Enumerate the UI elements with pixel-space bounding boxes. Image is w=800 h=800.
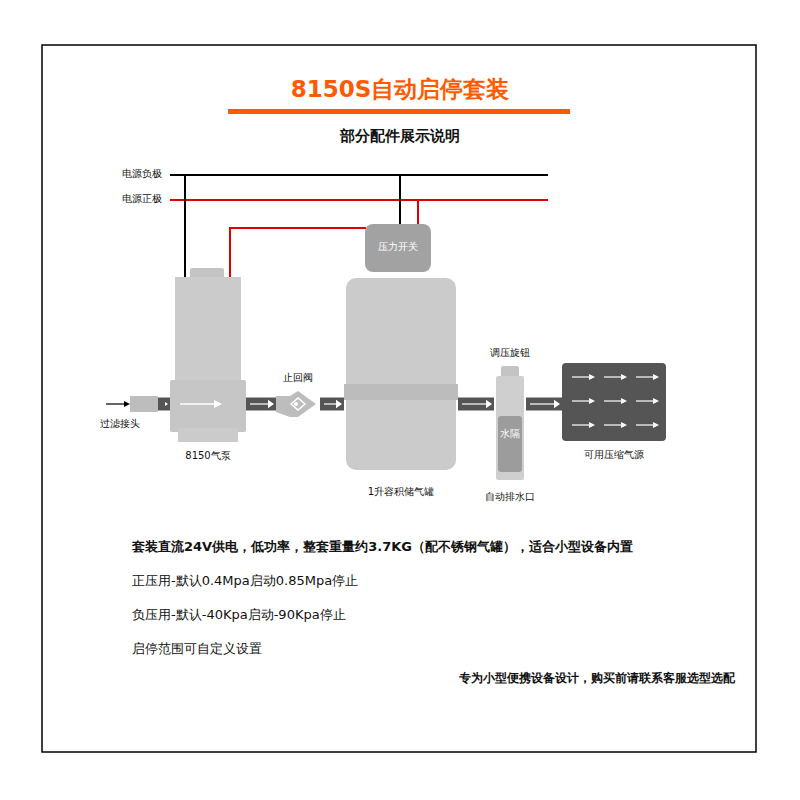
pump-motor — [175, 277, 241, 383]
component-shape — [344, 278, 458, 470]
inlet-arrow — [106, 403, 124, 404]
arrow-head — [336, 400, 342, 408]
pipe — [320, 398, 344, 411]
flow-arrow-head — [621, 374, 627, 380]
component-shape — [562, 363, 666, 441]
flow-line — [462, 403, 490, 404]
component-label: 止回阀 — [283, 372, 313, 384]
flow-arrow — [636, 424, 654, 425]
component: 可用压缩气源 — [562, 363, 666, 441]
pump-head — [170, 380, 246, 432]
tank-body — [346, 278, 456, 470]
pump-base — [178, 428, 238, 442]
text-label: 负压用-默认-40Kpa启动-90Kpa停止 — [132, 607, 346, 623]
pump-flow-head — [214, 400, 222, 408]
pipe-connector — [246, 400, 276, 408]
trap-housing — [496, 376, 524, 480]
flow-line — [530, 403, 558, 404]
component: 止回阀 — [276, 391, 320, 417]
pump-flow-arrow — [180, 403, 216, 405]
pipe-connector — [158, 402, 170, 406]
inlet-arrow-head — [124, 401, 130, 407]
flow-arrow-head — [589, 422, 595, 428]
output-box — [562, 363, 666, 441]
pipe-connector — [320, 400, 344, 408]
valve-ball — [294, 402, 298, 406]
text-label: 正压用-默认0.4Mpa启动0.85Mpa停止 — [132, 573, 358, 589]
component-label: 压力开关 — [378, 241, 418, 253]
component-label: 1升容积储气罐 — [368, 486, 434, 498]
flow-arrow — [636, 376, 654, 377]
flow-arrow-head — [589, 374, 595, 380]
tank-ports — [344, 384, 458, 400]
component-label: 8150气泵 — [185, 450, 230, 462]
frame-border — [42, 45, 756, 752]
flow-arrow — [604, 376, 622, 377]
switch-negative-wire — [399, 175, 401, 225]
pipe — [526, 398, 562, 411]
flow-arrow — [572, 376, 590, 377]
trap-bowl — [498, 416, 522, 472]
pump-negative-wire — [184, 175, 186, 277]
flow-arrow-head — [653, 374, 659, 380]
pipe — [158, 398, 170, 411]
flow-arrow-head — [589, 398, 595, 404]
arrow-head — [486, 400, 492, 408]
component-label: 水隔 — [500, 428, 520, 440]
text-label: 电源正极 — [122, 193, 162, 205]
pump-positive-wire — [230, 228, 366, 277]
flow-arrow — [604, 400, 622, 401]
valve-symbol — [291, 398, 305, 410]
text-label: 套装直流24V供电，低功率，整套重量约3.7KG（配不锈钢气罐），适合小型设备内… — [132, 539, 633, 555]
pipe-connector — [458, 400, 494, 408]
switch-body — [365, 224, 431, 272]
switch-positive-wire — [417, 200, 419, 225]
component: 1升容积储气罐 — [344, 278, 458, 470]
text-label: 专为小型便携设备设计，购买前请联系客服选型选配 — [459, 671, 735, 685]
component-label: 过滤接头 — [100, 418, 140, 430]
pipe — [458, 398, 494, 411]
component: 过滤接头 — [130, 396, 158, 412]
filter-body — [130, 396, 158, 412]
pipe — [246, 398, 276, 411]
flow-arrow — [604, 424, 622, 425]
text-label: 部分配件展示说明 — [340, 127, 460, 145]
flow-arrow-head — [653, 422, 659, 428]
arrow-head — [165, 402, 168, 406]
flow-arrow — [572, 400, 590, 401]
text-label: 调压旋钮 — [490, 347, 530, 359]
flow-arrow-head — [653, 398, 659, 404]
positive-rail — [170, 199, 548, 201]
text-label: 电源负极 — [122, 168, 162, 180]
text-label: 启停范围可自定义设置 — [132, 641, 262, 657]
flow-arrow — [636, 400, 654, 401]
text-label: 自动排水口 — [485, 491, 535, 503]
component: 压力开关 — [365, 224, 431, 272]
flow-arrow-head — [621, 398, 627, 404]
title: 8150S自动启停套装 — [291, 74, 510, 105]
component-shape — [494, 366, 526, 480]
component-shape — [170, 268, 246, 442]
component: 水隔 — [494, 366, 526, 480]
component-shape — [130, 396, 158, 412]
arrow-head — [268, 400, 274, 408]
negative-rail — [170, 174, 548, 176]
title-bar — [228, 109, 570, 114]
component: 8150气泵 — [170, 268, 246, 442]
arrow-head — [554, 400, 560, 408]
pipe-connector — [526, 400, 562, 408]
component-shape — [276, 391, 320, 417]
component-label: 可用压缩气源 — [584, 449, 644, 461]
flow-arrow — [572, 424, 590, 425]
flow-arrow-head — [621, 422, 627, 428]
valve-body — [276, 391, 316, 417]
